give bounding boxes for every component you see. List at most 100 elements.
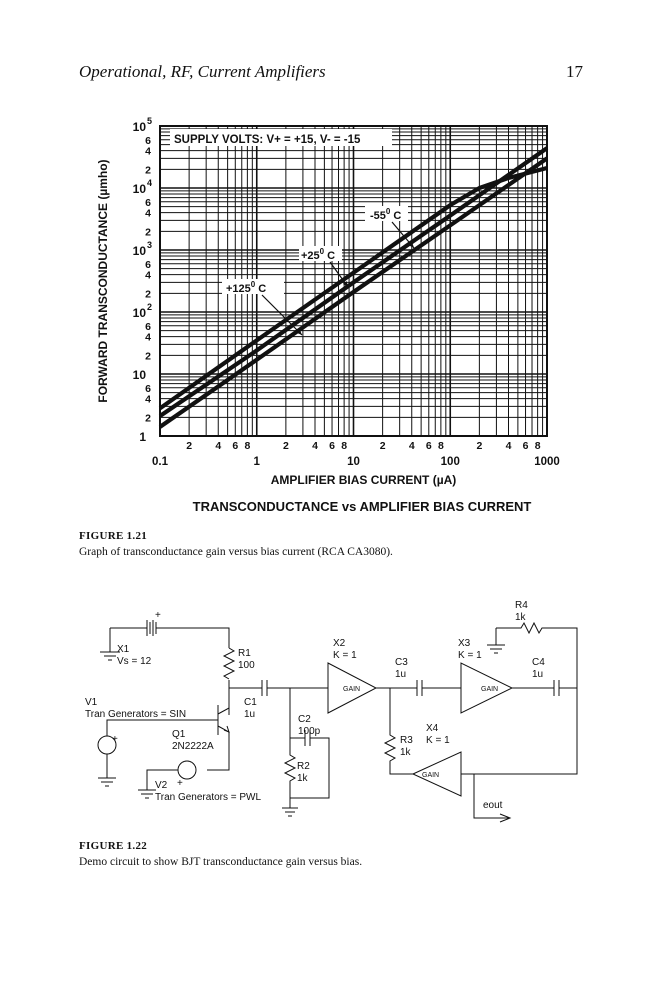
y-minor-tick-label: 4	[145, 332, 151, 344]
y-minor-tick-label: 6	[145, 383, 151, 395]
annotation-box	[170, 129, 392, 146]
x-minor-tick-label: 4	[506, 440, 512, 452]
annotation-box	[365, 206, 408, 221]
x-major-tick-label: 10	[347, 456, 360, 468]
y-minor-tick-label: 2	[145, 288, 151, 300]
figure-1-21-label: FIGURE 1.21	[79, 530, 148, 542]
x3-value: K = 1	[458, 650, 482, 661]
q1-value: 2N2222A	[172, 741, 214, 752]
r1-resistor	[222, 647, 236, 680]
x-minor-tick-label: 8	[244, 440, 250, 452]
c1-value: 1u	[244, 709, 255, 720]
x-major-tick-label: 1	[254, 456, 261, 468]
q1-transistor	[199, 705, 230, 771]
x-minor-tick-label: 8	[341, 440, 347, 452]
temperature-label: -550 C	[370, 207, 401, 222]
x1-battery	[146, 620, 157, 636]
y-minor-tick-label: 2	[145, 226, 151, 238]
r3-value: 1k	[400, 747, 412, 758]
y-tick-exponent: 5	[147, 116, 152, 126]
x-major-tick-label: 0.1	[152, 456, 169, 468]
y-major-tick-label: 10	[133, 368, 147, 382]
y-tick-exponent: 3	[147, 240, 152, 250]
x3-gain-block	[460, 662, 514, 714]
eout-label: eout	[483, 800, 503, 811]
figure-1-22-label: FIGURE 1.22	[79, 840, 148, 852]
x-major-tick-label: 100	[441, 456, 460, 468]
c1-label: C1	[244, 697, 257, 708]
y-minor-tick-label: 2	[145, 350, 151, 362]
y-tick-exponent: 2	[147, 302, 152, 312]
r4-value: 1k	[515, 612, 527, 623]
r4-label: R4	[515, 600, 528, 611]
y-minor-tick-label: 6	[145, 259, 151, 271]
x-minor-tick-label: 4	[409, 440, 415, 452]
annotation-arrowhead	[296, 329, 302, 335]
x2-value: K = 1	[333, 650, 357, 661]
x4-gain-text: GAIN	[422, 772, 439, 779]
r4-resistor	[487, 621, 578, 688]
annotation-arrow	[261, 294, 303, 336]
series-line-3	[158, 156, 549, 429]
x4-label: X4	[426, 723, 439, 734]
v1-value: Tran Generators = SIN	[85, 709, 186, 720]
x-minor-tick-label: 2	[186, 440, 192, 452]
x4-gain-block	[411, 751, 510, 819]
c3-label: C3	[395, 657, 408, 668]
x-axis-label: AMPLIFIER BIAS CURRENT (µA)	[271, 473, 457, 487]
q1-emitter-arrow	[223, 725, 230, 733]
r3-resistor	[383, 688, 413, 775]
figure-1-21-caption: Graph of transconductance gain versus bi…	[79, 546, 393, 558]
x3-label: X3	[458, 638, 471, 649]
v1-label: V1	[85, 697, 98, 708]
y-minor-tick-label: 6	[145, 135, 151, 147]
x1-plus-mark: +	[155, 610, 161, 621]
c4-capacitor	[474, 680, 578, 775]
x4-value: K = 1	[426, 735, 450, 746]
x3-gain-text: GAIN	[481, 686, 498, 693]
temperature-label: +1250 C	[226, 280, 266, 295]
x-minor-tick-label: 6	[329, 440, 335, 452]
eout-arrow	[499, 813, 512, 823]
wire-x1-r1	[110, 627, 230, 648]
y-major-tick-label: 1	[139, 430, 146, 444]
x-major-tick-label: 1000	[534, 456, 560, 468]
v2-label: V2	[155, 780, 168, 791]
r1-value: 100	[238, 660, 255, 671]
y-tick-exponent: 4	[147, 178, 152, 188]
c4-label: C4	[532, 657, 545, 668]
running-title: Operational, RF, Current Amplifiers	[79, 62, 326, 81]
y-major-tick-label: 10	[133, 182, 147, 196]
chart-title: TRANSCONDUCTANCE vs AMPLIFIER BIAS CURRE…	[193, 499, 532, 514]
r1-label: R1	[238, 648, 251, 659]
y-minor-tick-label: 4	[145, 394, 151, 406]
annotation-box	[299, 246, 342, 261]
q1-label: Q1	[172, 729, 186, 740]
x1-label: X1	[117, 644, 130, 655]
page-number: 17	[566, 62, 583, 81]
y-major-tick-label: 10	[133, 306, 147, 320]
x-minor-tick-label: 6	[426, 440, 432, 452]
r2-value: 1k	[297, 773, 309, 784]
y-major-tick-label: 10	[133, 244, 147, 258]
c3-capacitor	[376, 680, 461, 696]
annotation-arrow	[391, 221, 415, 249]
x-minor-tick-label: 6	[232, 440, 238, 452]
y-axis-label: FORWARD TRANSCONDUCTANCE (µmho)	[96, 159, 110, 402]
x-minor-tick-label: 8	[535, 440, 541, 452]
annotation-arrowhead	[342, 281, 348, 287]
x-minor-tick-label: 8	[438, 440, 444, 452]
y-minor-tick-label: 4	[145, 208, 151, 220]
y-minor-tick-label: 6	[145, 321, 151, 333]
v2-value: Tran Generators = PWL	[155, 792, 261, 803]
y-minor-tick-label: 4	[145, 146, 151, 158]
c3-value: 1u	[395, 669, 406, 680]
annotation-box	[222, 279, 284, 294]
y-minor-tick-label: 2	[145, 412, 151, 424]
x-minor-tick-label: 2	[476, 440, 482, 452]
x-minor-tick-label: 2	[283, 440, 289, 452]
x-minor-tick-label: 2	[380, 440, 386, 452]
c4-value: 1u	[532, 669, 543, 680]
y-major-tick-label: 10	[133, 120, 147, 134]
